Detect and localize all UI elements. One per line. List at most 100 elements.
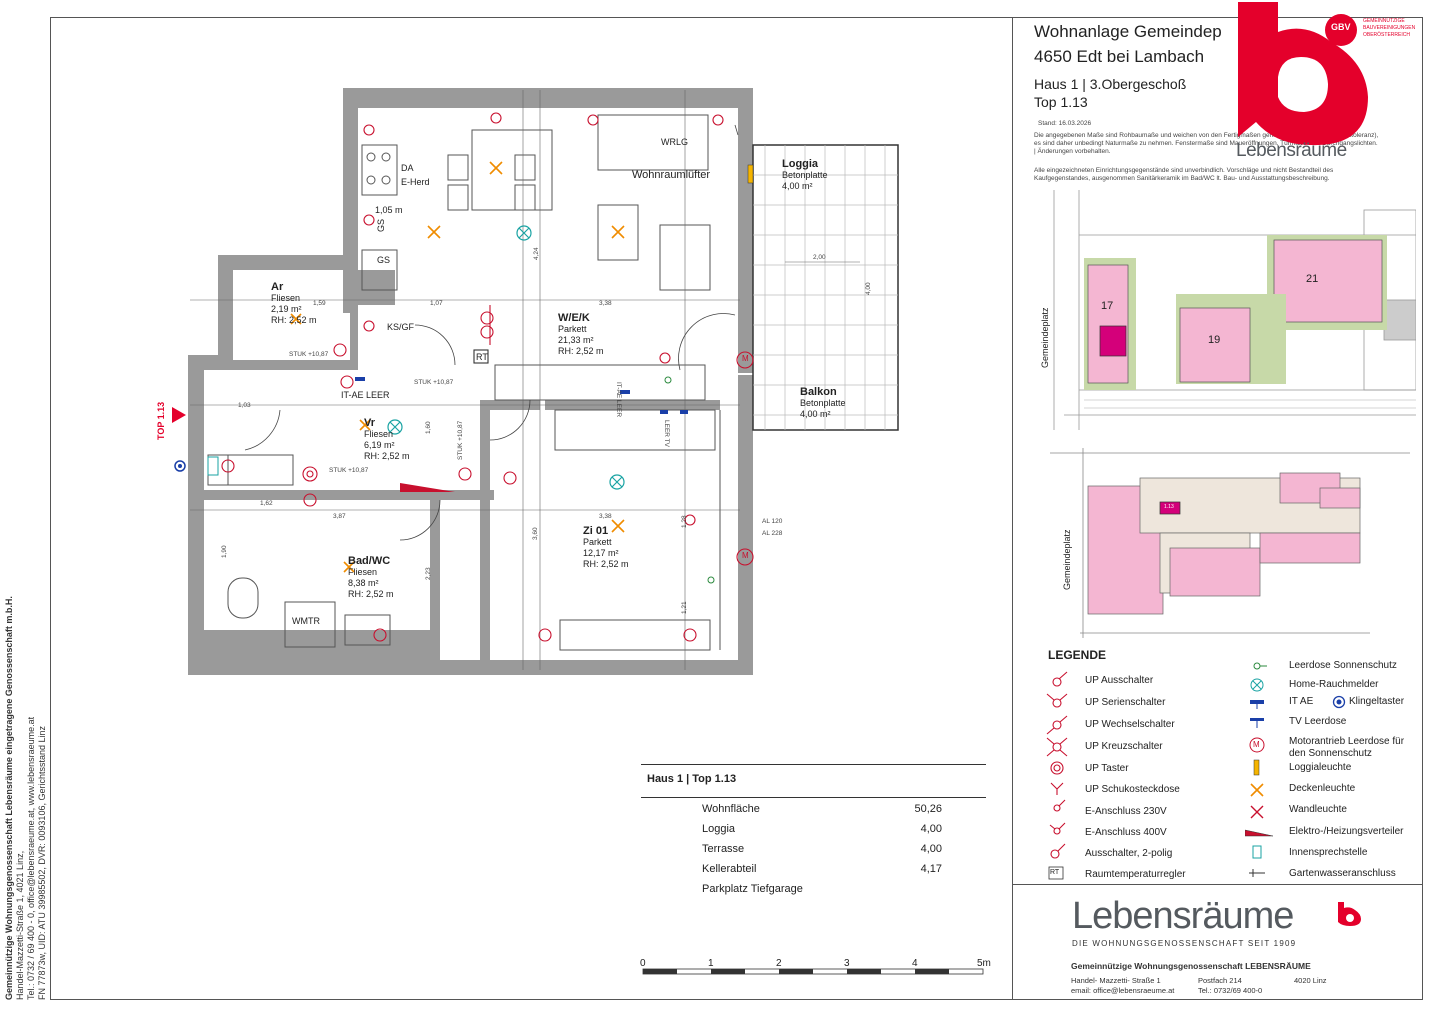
room-ar: Ar Fliesen 2,19 m² RH: 2,52 m <box>271 281 317 325</box>
sidebar-registry: FN 77873w, UID: ATU 39985502, DVR: 00931… <box>37 726 47 1000</box>
legend-item: Klingeltaster <box>1349 696 1405 707</box>
label-dim-103: 1,03 <box>238 402 251 409</box>
label-al-120: AL 120 <box>762 518 783 525</box>
label-dim-223: 2,23 <box>425 567 432 580</box>
label-top-marker: TOP 1.13 <box>156 401 166 440</box>
label-wm: WM <box>292 616 308 626</box>
street-label-top: Gemeindeplatz <box>1040 307 1050 368</box>
legend-item: UP Wechselschalter <box>1085 719 1175 730</box>
building-17: 17 <box>1101 300 1114 312</box>
top-label: Top 1.13 <box>1034 94 1088 110</box>
sidebar-company: Gemeinnützige Wohnungsgenossenschaft Leb… <box>4 596 14 1000</box>
footer-company: Gemeinnützige Wohnungsgenossenschaft LEB… <box>1071 961 1311 971</box>
label-dim-162: 1,62 <box>260 500 273 507</box>
legend-item: E-Anschluss 230V <box>1085 806 1167 817</box>
legend-item: Home-Rauchmelder <box>1289 679 1379 690</box>
legend-item: Deckenleuchte <box>1289 783 1356 794</box>
legend-item: Wandleuchte <box>1289 804 1347 815</box>
label-wrlg: WRLG <box>661 137 688 147</box>
site-plan-top <box>1053 190 1416 430</box>
street-label-bottom: Gemeindeplatz <box>1062 529 1072 590</box>
label-dim-105: 1,05 m <box>375 205 403 215</box>
legend-item: Elektro-/Heizungsverteiler <box>1289 826 1404 837</box>
scale-label: 1 <box>708 958 714 969</box>
label-al-228: AL 228 <box>762 530 783 537</box>
label-stuk4: STUK +10,87 <box>457 420 464 460</box>
footer-divider <box>1012 884 1423 885</box>
label-stuk3: STUK +10,87 <box>329 467 369 474</box>
footer-tagline: DIE WOHNUNGSGENOSSENSCHAFT SEIT 1909 <box>1072 939 1297 948</box>
label-eherd: E-Herd <box>401 177 430 187</box>
label-tr: TR <box>308 616 320 626</box>
footer-tel: Tel.: 0732/69 400-0 <box>1198 986 1263 995</box>
intercom-mark <box>207 456 219 476</box>
it-ae-symbols <box>355 377 688 414</box>
room-bad-wc: Bad/WC Fliesen 8,38 m² RH: 2,52 m <box>348 555 394 599</box>
project-title-2: 4650 Edt bei Lambach <box>1034 47 1205 66</box>
room-loggia: Loggia Betonplatte 4,00 m² <box>782 158 828 191</box>
disclaimer-2: Alle eingezeichneten Einrichtungsgegenst… <box>1034 167 1334 182</box>
label-dim-128: 1,28 <box>681 515 688 528</box>
gbv-mark: GBV <box>1331 22 1351 32</box>
label-dim-107: 1,07 <box>430 300 443 307</box>
building-21: 21 <box>1306 273 1319 285</box>
label-dim-400: 4,00 <box>865 282 872 295</box>
site-plan-floor <box>1050 448 1410 638</box>
label-dim-160: 1,60 <box>425 421 432 434</box>
label-ksgf: KS/GF <box>387 322 415 332</box>
label-wohnraumluefter: Wohnraumlüfter <box>632 169 711 181</box>
footer-city: 4020 Linz <box>1294 976 1327 985</box>
legend-left-icons <box>1046 671 1068 880</box>
room-vr: Vr Fliesen 6,19 m² RH: 2,52 m <box>364 417 410 461</box>
legend-m-symbol: M <box>1253 740 1260 749</box>
label-dim-360: 3,60 <box>532 527 539 540</box>
furniture <box>207 114 721 651</box>
label-stuk1: STUK +10,87 <box>289 351 329 358</box>
legend-item: E-Anschluss 400V <box>1085 827 1167 838</box>
plan-motor-symbol-1: M <box>742 354 749 363</box>
loggia-light-mark <box>747 164 754 184</box>
legend-item: Motorantrieb Leerdose für den Sonnenschu… <box>1289 736 1405 759</box>
legend-item: Innensprechstelle <box>1289 847 1368 858</box>
label-itae-leer2: IT-AE LEER <box>615 382 622 418</box>
sidebar-contact: Tel.: 0732 / 69 400 - 0, office@lebensra… <box>26 716 36 1000</box>
label-da: DA <box>401 163 414 173</box>
stand-date: Stand: 16.03.2026 <box>1038 120 1092 127</box>
gbv-icon <box>1325 14 1357 46</box>
label-leer-tv: LEER TV <box>663 420 670 447</box>
legend-item: TV Leerdose <box>1289 716 1347 727</box>
label-dim-121: 1,21 <box>681 601 688 614</box>
bell-button-mark <box>174 460 186 472</box>
legend-item: IT AE <box>1289 696 1314 707</box>
disclaimer-1: Die angegebenen Maße sind Rohbaumaße und… <box>1034 132 1379 155</box>
floor-plan <box>172 88 899 675</box>
electrical-distributor-mark <box>400 483 455 492</box>
sunshade-boxes <box>664 376 715 584</box>
top-marker-arrow <box>172 407 186 423</box>
scale-label: 2 <box>776 958 782 969</box>
drawing-frame <box>50 17 1423 1000</box>
footer-street: Handel- Mazzetti- Straße 1 <box>1071 976 1161 985</box>
label-gs: GS <box>376 218 387 233</box>
room-zi01: Zi 01 Parkett 12,17 m² RH: 2,52 m <box>583 525 629 569</box>
label-itae-leer: IT-AE LEER <box>341 390 390 400</box>
label-dim-338b: 3,38 <box>599 513 612 520</box>
legend-item: UP Taster <box>1085 763 1129 774</box>
legend-item: Loggialeuchte <box>1289 762 1352 773</box>
label-dim-424: 4,24 <box>533 247 540 260</box>
footer-b-icon <box>1338 902 1361 926</box>
lebensraeume-b-icon <box>1238 2 1368 146</box>
unit-marker-label: 1.13 <box>1164 504 1174 510</box>
legend-item: Ausschalter, 2-polig <box>1085 848 1173 859</box>
area-table-heading: Haus 1 | Top 1.13 <box>647 773 737 785</box>
label-dim-159: 1,59 <box>313 300 326 307</box>
scale-label: 4 <box>912 958 918 969</box>
label-dim-190: 1,90 <box>221 545 228 558</box>
plan-motor-symbol-2: M <box>742 551 749 560</box>
scale-label: 3 <box>844 958 850 969</box>
footer-brand: Lebensräume <box>1072 895 1294 937</box>
